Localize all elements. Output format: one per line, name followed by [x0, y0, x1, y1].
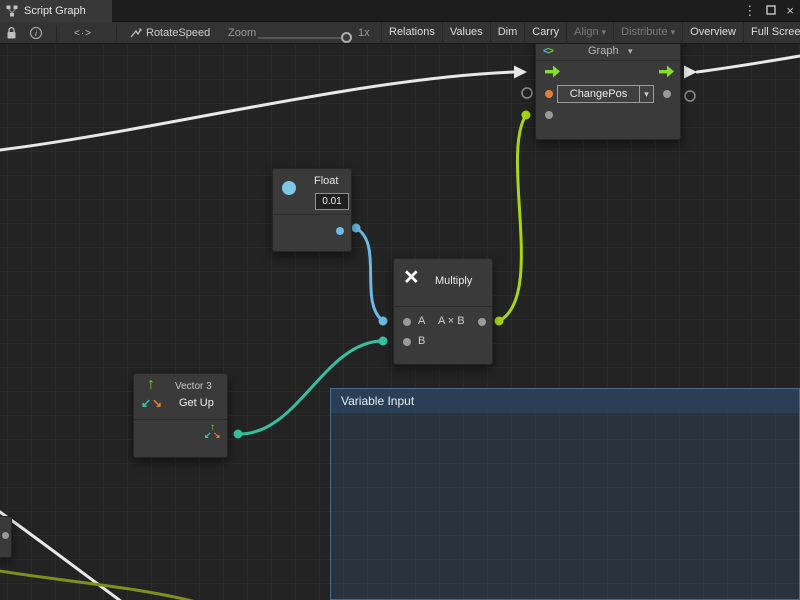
- fragment-port-dot[interactable]: [2, 532, 9, 539]
- port-multiply-output[interactable]: [495, 317, 504, 326]
- close-icon[interactable]: ×: [786, 0, 794, 22]
- script-graph-icon: [6, 5, 18, 17]
- port-graph-value-input[interactable]: [522, 111, 531, 120]
- dim-button[interactable]: Dim: [490, 22, 525, 44]
- flow-input-arrow-icon[interactable]: [545, 65, 560, 78]
- multiply-b-inner-dot[interactable]: [403, 338, 411, 346]
- window-controls: ⋮ ×: [743, 0, 794, 22]
- align-button[interactable]: Align▾: [566, 22, 613, 44]
- flow-arrowhead-in: [514, 66, 527, 79]
- vector3-sw-arrow-icon: ↙: [141, 396, 151, 410]
- wire-multiply-to-graph[interactable]: [499, 115, 526, 321]
- carry-button[interactable]: Carry: [524, 22, 566, 44]
- chevron-down-icon: ▾: [602, 27, 607, 37]
- window-tab-bar: Script Graph ⋮ ×: [0, 0, 800, 22]
- float-value-field[interactable]: 0.01: [315, 193, 349, 210]
- multiply-a-inner-dot[interactable]: [403, 318, 411, 326]
- wire-olive[interactable]: [0, 571, 200, 600]
- toolbar-buttons: Relations Values Dim Carry Align▾ Distri…: [381, 22, 800, 44]
- zoom-slider-knob[interactable]: [341, 32, 352, 43]
- graph-unit-title[interactable]: Graph: [588, 45, 619, 57]
- graph-inner-port-dot[interactable]: [663, 90, 671, 98]
- node-vector3-get-up[interactable]: ↑ ↙ ↘ Vector 3 Get Up ↑ ↙ ↘: [133, 373, 228, 458]
- toolbar-separator: [116, 25, 117, 41]
- node-float[interactable]: Float 0.01: [272, 168, 352, 252]
- graph-name[interactable]: RotateSpeed: [146, 22, 210, 44]
- zoom-label: Zoom: [228, 22, 256, 44]
- node-fragment-offscreen[interactable]: [0, 516, 12, 558]
- multiply-icon: ×: [404, 265, 419, 290]
- variable-port-dot[interactable]: [545, 90, 553, 98]
- flow-arrowhead-out: [684, 66, 697, 79]
- toolbar-separator: [56, 25, 57, 41]
- wire-float-to-multiply[interactable]: [356, 228, 383, 321]
- variable-dropdown-value: ChangePos: [558, 88, 639, 100]
- node-graph-unit[interactable]: <> Graph ▾ ChangePos ▾: [535, 44, 681, 140]
- kebab-menu-icon[interactable]: ⋮: [743, 0, 756, 22]
- multiply-a-label: A: [418, 315, 425, 327]
- zoom-slider-track[interactable]: [258, 37, 352, 39]
- lock-icon[interactable]: [6, 22, 17, 44]
- port-multiply-b[interactable]: [379, 337, 388, 346]
- vector3-se-arrow-icon: ↘: [152, 396, 162, 410]
- graph-asset-icon: [130, 22, 142, 44]
- variable-dropdown[interactable]: ChangePos ▾: [557, 85, 654, 103]
- port-multiply-a[interactable]: [379, 317, 388, 326]
- graph-canvas[interactable]: Variable Input <> Graph ▾: [0, 44, 800, 600]
- vector3-op-label: Get Up: [179, 397, 214, 409]
- graph-toolbar: i <·> RotateSpeed Zoom 1x Relations Valu…: [0, 22, 800, 44]
- relations-button[interactable]: Relations: [381, 22, 442, 44]
- inspect-graph-icon[interactable]: <·>: [74, 22, 92, 44]
- maximize-icon[interactable]: [766, 0, 776, 22]
- multiply-out-label: A × B: [438, 315, 465, 327]
- float-node-title: Float: [314, 175, 338, 187]
- wire-vector3-to-multiply[interactable]: [238, 341, 383, 434]
- multiply-out-inner-dot[interactable]: [478, 318, 486, 326]
- port-graph-right-unconnected[interactable]: [685, 91, 695, 101]
- zoom-value: 1x: [358, 22, 370, 44]
- graph-value-port-dot[interactable]: [545, 111, 553, 119]
- port-vector3-output[interactable]: [234, 430, 243, 439]
- float-inner-port-dot[interactable]: [336, 227, 344, 235]
- vector3-up-arrow-icon: ↑: [147, 376, 155, 394]
- float-type-icon: [282, 181, 296, 195]
- multiply-node-title: Multiply: [435, 275, 472, 287]
- vector3-output-icon[interactable]: ↑ ↙ ↘: [204, 424, 222, 442]
- subgraph-icon: <>: [543, 46, 553, 57]
- node-multiply[interactable]: × Multiply A A × B B: [393, 258, 493, 365]
- values-button[interactable]: Values: [442, 22, 490, 44]
- chevron-down-icon: ▾: [639, 86, 653, 102]
- vector3-type-label: Vector 3: [175, 381, 212, 392]
- tab-script-graph[interactable]: Script Graph: [0, 0, 112, 22]
- tab-title: Script Graph: [24, 5, 86, 17]
- overview-button[interactable]: Overview: [682, 22, 743, 44]
- full-screen-button[interactable]: Full Screen: [743, 22, 800, 44]
- distribute-button[interactable]: Distribute▾: [613, 22, 682, 44]
- chevron-down-icon: ▾: [628, 46, 633, 57]
- wire-flow-in[interactable]: [0, 72, 514, 150]
- port-graph-left-unconnected[interactable]: [522, 88, 532, 98]
- port-float-output[interactable]: [352, 224, 361, 233]
- info-icon[interactable]: i: [30, 22, 42, 44]
- wire-flow-out[interactable]: [697, 56, 800, 72]
- chevron-down-icon: ▾: [671, 27, 676, 37]
- multiply-b-label: B: [418, 335, 425, 347]
- flow-output-arrow-icon[interactable]: [659, 65, 674, 78]
